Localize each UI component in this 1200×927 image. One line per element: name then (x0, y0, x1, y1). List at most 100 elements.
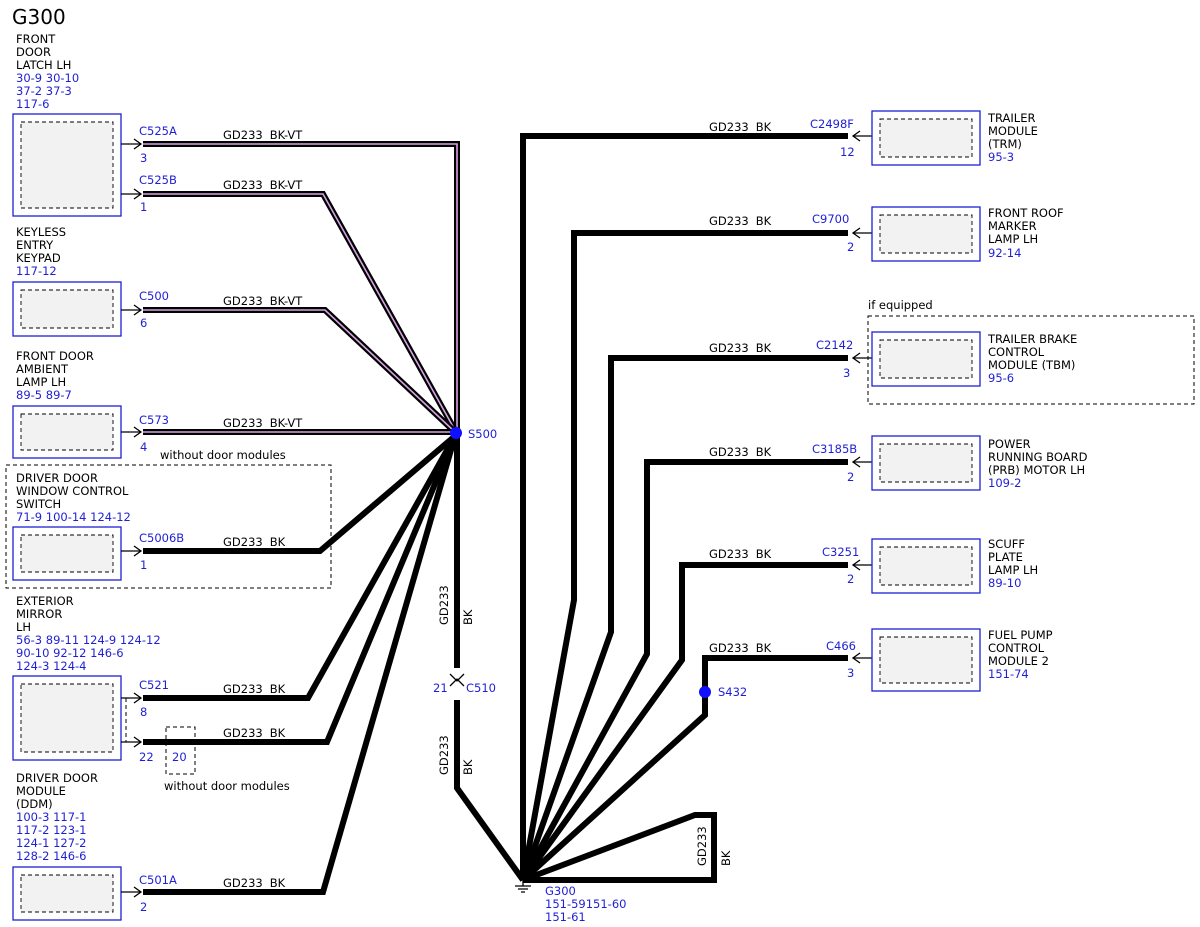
connector-id: C521 (139, 678, 169, 692)
connector-id: C2142 (816, 338, 853, 352)
pin-number: 3 (140, 151, 147, 165)
page-ref: 89-10 (988, 576, 1021, 590)
wire-c466 (520, 655, 848, 883)
page-ref: 151-61 (545, 910, 586, 924)
page-ref: 109-2 (988, 476, 1021, 490)
splice-s500-dot (450, 427, 462, 439)
ground-icon (515, 880, 531, 893)
pin-number: 1 (140, 558, 147, 572)
page-ref: 95-6 (988, 371, 1014, 385)
page-ref: 151-74 (988, 667, 1029, 681)
component-name-line: MODULE 2 (988, 654, 1049, 668)
pin-number: 22 (139, 750, 154, 764)
component-inner (20, 874, 114, 913)
connectors-right: C2498F 12 C9700 2 C2142 3 C3185B 2 C3251… (810, 117, 873, 680)
component-name-line: DRIVER DOOR (16, 771, 98, 785)
component-name-line: CONTROL (988, 641, 1045, 655)
component-name-line: ENTRY (16, 238, 54, 252)
alternate-pin-box (165, 726, 196, 775)
page-ref: 56-3 89-11 124-9 124-12 (16, 633, 161, 647)
page-ref: 30-9 30-10 (16, 71, 79, 85)
pin-arrow-icon (121, 138, 143, 150)
wire-c3185b (520, 459, 848, 882)
wire-label-vertical: GD233 (695, 826, 709, 866)
page-ref: 92-14 (988, 246, 1021, 260)
wire-label-vertical: BK (719, 850, 733, 866)
component-inner (20, 289, 114, 329)
component-exterior-mirror-lh: EXTERIOR MIRROR LH 56-3 89-11 124-9 124-… (12, 594, 161, 761)
pin-arrow-icon (121, 545, 143, 557)
wires-bk-left (143, 433, 526, 895)
splice-label: S432 (718, 685, 747, 699)
page-title: G300 (12, 5, 66, 29)
page-ref: 95-3 (988, 150, 1014, 164)
pin-arrow-icon (851, 456, 873, 468)
wire-label-vertical: GD233 (437, 585, 451, 625)
component-name-line: KEYLESS (16, 225, 66, 239)
connector-id: C501A (139, 873, 177, 887)
component-name-line: MIRROR (16, 607, 62, 621)
component-name-line: LAMP LH (988, 563, 1038, 577)
component-name-line: LAMP LH (16, 375, 66, 389)
component-name-line: DOOR (16, 45, 51, 59)
pin-arrow-icon (851, 652, 873, 664)
pin-number: 2 (847, 572, 854, 586)
inline-connector-icon (449, 673, 465, 687)
component-name-line: SWITCH (16, 497, 61, 511)
page-ref: 124-1 127-2 (16, 836, 87, 850)
component-name-line: FRONT ROOF (988, 206, 1064, 220)
page-ref: 117-2 123-1 (16, 823, 87, 837)
wire-c9700 (520, 230, 848, 881)
component-driver-door-window-control-switch: DRIVER DOOR WINDOW CONTROL SWITCH 71-9 1… (12, 471, 131, 581)
pin-arrow-icon (121, 188, 143, 200)
component-inner (879, 546, 973, 586)
component-name-line: LATCH LH (16, 58, 71, 72)
component-front-roof-marker-lamp-lh: FRONT ROOF MARKER LAMP LH 92-14 (871, 206, 1064, 262)
component-name-line: RUNNING BOARD (988, 450, 1088, 464)
page-ref: 128-2 146-6 (16, 849, 87, 863)
pin-number: 6 (140, 316, 147, 330)
pin-number: 3 (843, 366, 850, 380)
component-driver-door-module: DRIVER DOOR MODULE (DDM) 100-3 117-1 117… (12, 771, 122, 921)
component-inner (879, 443, 973, 483)
component-name-line: PLATE (988, 550, 1023, 564)
pin-number: 8 (140, 705, 147, 719)
page-ref: 71-9 100-14 124-12 (16, 510, 131, 524)
wire-label-vertical: BK (461, 759, 475, 775)
optional-region-window-switch (5, 464, 332, 589)
wire-c2142 (520, 355, 848, 882)
pin-arrow-icon (121, 426, 143, 438)
wire-c5006b (143, 433, 457, 554)
note-without-door-modules: without door modules (164, 779, 290, 793)
component-name-line: KEYPAD (16, 251, 61, 265)
component-inner (20, 683, 114, 753)
component-front-door-latch-lh: FRONT DOOR LATCH LH 30-9 30-10 37-2 37-3… (12, 32, 122, 217)
component-name-line: MODULE (16, 784, 66, 798)
component-name-line: DRIVER DOOR (16, 471, 98, 485)
component-name-line: (DDM) (16, 797, 53, 811)
splice-label: S500 (468, 427, 497, 441)
connector-id: C525A (139, 124, 177, 138)
connector-id: C510 (466, 681, 496, 695)
wires-bk-vt (143, 141, 460, 435)
page-ref: 90-10 92-12 146-6 (16, 646, 124, 660)
connector-id: C525B (139, 173, 177, 187)
wire-label-vertical: BK (461, 609, 475, 625)
component-name-line: POWER (988, 437, 1031, 451)
component-name-line: LH (16, 620, 31, 634)
component-name-line: (PRB) MOTOR LH (988, 463, 1085, 477)
component-fuel-pump-control-module-2: FUEL PUMP CONTROL MODULE 2 151-74 (871, 628, 1053, 692)
page-ref: 117-12 (16, 264, 57, 278)
connector-id: C3185B (812, 442, 857, 456)
pin-number: 12 (840, 145, 855, 159)
